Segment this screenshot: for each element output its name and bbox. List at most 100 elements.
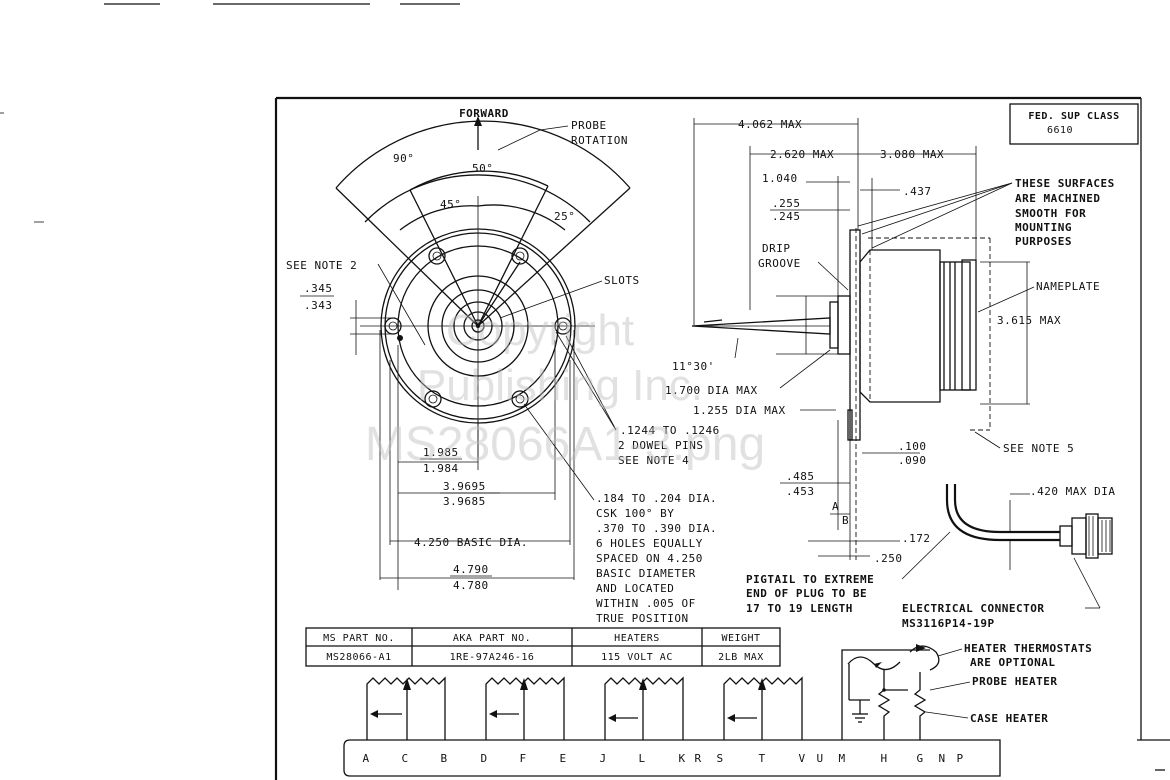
pin-label-1: .1244 TO .1246 — [620, 424, 720, 437]
dim-1040: 1.040 — [762, 172, 798, 185]
dim-4790: 4.790 — [453, 563, 489, 576]
pin-label: M — [838, 752, 845, 765]
heater-element-2 — [485, 676, 565, 740]
max-4062-label: 4.062 MAX — [738, 118, 802, 131]
side-view: 4.062 MAX 2.620 MAX 3.080 MAX 1.040 .437… — [665, 118, 1115, 630]
class-box-line2: 6610 — [1047, 125, 1073, 136]
pin-label: G — [916, 752, 923, 765]
surfaces-note: MOUNTING — [1015, 221, 1072, 234]
table-cell: 1RE-97A246-16 — [450, 652, 535, 663]
table-header: AKA PART NO. — [453, 633, 531, 644]
heater-circuit — [841, 644, 940, 740]
case-heater-label: CASE HEATER — [970, 712, 1048, 725]
dim-1984: 1.984 — [423, 462, 459, 475]
dim-39695: 3.9695 — [443, 480, 486, 493]
dim-453: .453 — [786, 485, 815, 498]
hole-note-line: AND LOCATED — [596, 582, 674, 595]
watermark-line-3: MS28066A1-3.png — [365, 418, 765, 471]
pigtail-note: END OF PLUG TO BE — [746, 587, 867, 600]
scan-marks — [0, 3, 460, 223]
pin-label: J — [599, 752, 606, 765]
dia-1255-label: 1.255 DIA MAX — [693, 404, 786, 417]
pin-label: H — [880, 752, 887, 765]
dim-255: .255 — [772, 197, 801, 210]
hole-note: .184 TO .204 DIA. CSK 100° BY .370 TO .3… — [523, 403, 717, 625]
hole-note-line: .184 TO .204 DIA. — [596, 492, 717, 505]
pin-label: R — [694, 752, 701, 765]
electrical-connector — [1059, 513, 1113, 559]
class-box: FED. SUP CLASS 6610 — [1009, 103, 1139, 145]
table-cell: MS28066-A1 — [326, 652, 391, 663]
heater-element-3 — [604, 676, 684, 740]
pin-label: V — [798, 752, 805, 765]
probe-heater-label: PROBE HEATER — [972, 675, 1057, 688]
surfaces-note: ARE MACHINED — [1015, 192, 1100, 205]
pin-label: P — [956, 752, 963, 765]
connector-label-1: ELECTRICAL CONNECTOR — [902, 602, 1044, 615]
angle-50-label: 50° — [472, 162, 493, 175]
hole-note-line: TRUE POSITION — [596, 612, 689, 625]
drawing-border — [274, 96, 1170, 780]
max-dia-420-label: .420 MAX DIA — [1030, 485, 1115, 498]
surfaces-note: SMOOTH FOR — [1015, 207, 1086, 220]
dim-090: .090 — [898, 454, 927, 467]
dia-1700-label: 1.700 DIA MAX — [665, 384, 758, 397]
class-box-line1: FED. SUP CLASS — [1028, 111, 1119, 122]
hole-note-line: .370 TO .390 DIA. — [596, 522, 717, 535]
slots-label: SLOTS — [604, 274, 640, 287]
hole-note-line: 6 HOLES EQUALLY — [596, 537, 703, 550]
heater-element-1 — [366, 676, 446, 740]
dim-250: .250 — [874, 552, 903, 565]
table-header: MS PART NO. — [323, 633, 395, 644]
pin-label: D — [480, 752, 487, 765]
pin-label: C — [401, 752, 408, 765]
pin-label: K — [678, 752, 685, 765]
dim-1985: 1.985 — [423, 446, 459, 459]
dim-345: .345 — [304, 282, 333, 295]
connector-label-2: MS3116P14-19P — [902, 617, 995, 630]
wiring-schematic: HEATER THERMOSTATS ARE OPTIONAL PROBE HE… — [343, 642, 1092, 777]
watermark: Copyright Publishing Inc. MS28066A1-3.pn… — [365, 306, 765, 471]
dim-39685: 3.9685 — [443, 495, 486, 508]
table-header: HEATERS — [614, 633, 660, 644]
dim-343: .343 — [304, 299, 333, 312]
pin-label: B — [440, 752, 447, 765]
probe-rotation-label-1: PROBE — [571, 119, 607, 132]
table-cell: 2LB MAX — [718, 652, 764, 663]
see-note-5-label: SEE NOTE 5 — [1003, 442, 1074, 455]
connector-pin-strip: A C B D F E J L K R S T V U M H G N P — [343, 739, 1001, 777]
mark-a: A — [832, 500, 839, 513]
angle-45-label: 45° — [440, 198, 461, 211]
dim-245: .245 — [772, 210, 801, 223]
dim-437: .437 — [903, 185, 932, 198]
forward-label: FORWARD — [459, 107, 509, 120]
dim-485: .485 — [786, 470, 815, 483]
pigtail-note: 17 TO 19 LENGTH — [746, 602, 853, 615]
dim-100: .100 — [898, 440, 927, 453]
max-2620-label: 2.620 MAX — [770, 148, 834, 161]
pin-label: S — [716, 752, 723, 765]
pigtail-note: PIGTAIL TO EXTREME — [746, 573, 874, 586]
pin-label: A — [362, 752, 369, 765]
parts-table: MS PART NO. AKA PART NO. HEATERS WEIGHT … — [305, 627, 781, 667]
hole-note-line: WITHIN .005 OF — [596, 597, 696, 610]
angle-25-label: 25° — [554, 210, 575, 223]
nameplate-label: NAMEPLATE — [1036, 280, 1100, 293]
angle-90-label: 90° — [393, 152, 414, 165]
pin-label: L — [638, 752, 645, 765]
watermark-line-2: Publishing Inc. — [417, 361, 703, 410]
probe-rotation-label-2: ROTATION — [571, 134, 628, 147]
mark-b: B — [842, 514, 849, 527]
table-header: WEIGHT — [721, 633, 760, 644]
dim-4780: 4.780 — [453, 579, 489, 592]
watermark-line-1: Copyright — [446, 306, 634, 355]
hole-note-line: SPACED ON 4.250 — [596, 552, 703, 565]
pin-label-2: 2 DOWEL PINS — [618, 439, 703, 452]
pin-label: U — [816, 752, 823, 765]
table-cell: 115 VOLT AC — [601, 652, 673, 663]
pin-label: N — [938, 752, 945, 765]
pin-label-3: SEE NOTE 4 — [618, 454, 689, 467]
dim-172: .172 — [902, 532, 931, 545]
drip-label-2: GROOVE — [758, 257, 801, 270]
